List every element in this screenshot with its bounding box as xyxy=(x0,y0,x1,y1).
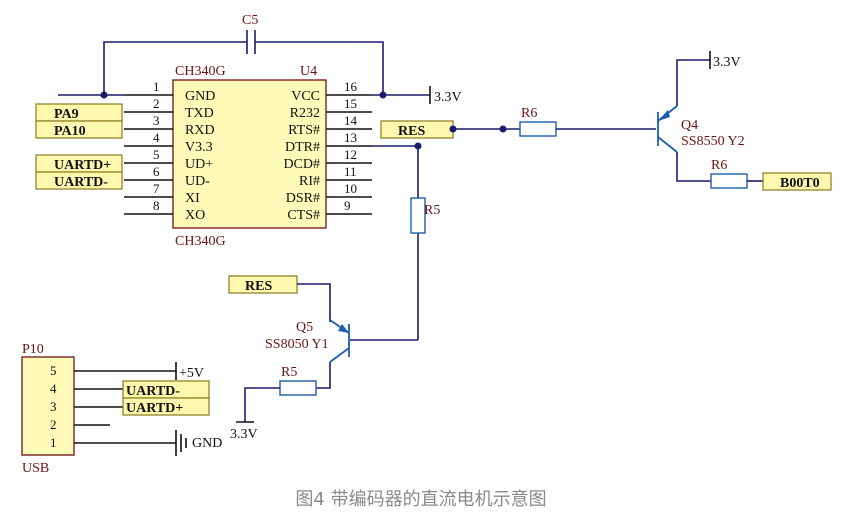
p10-gnd-label: GND xyxy=(192,436,222,451)
q4-part: SS8550 Y2 xyxy=(681,134,745,149)
port-pa9: PA9 xyxy=(35,103,123,122)
u4-pin-6-name: UD- xyxy=(185,174,210,189)
u4-pin-11-num: 11 xyxy=(344,164,357,179)
port-p10-uartd-plus-label: UARTD+ xyxy=(126,401,183,416)
p10-pin-1: 1 xyxy=(50,435,57,450)
vcc-q5-label: 3.3V xyxy=(230,427,258,442)
q4-transistor: Q4 SS8550 Y2 xyxy=(657,105,745,153)
p10-pin-3: 3 xyxy=(50,399,57,414)
r6-boot-resistor: R6 xyxy=(710,158,748,189)
port-uartd-minus: UARTD- xyxy=(35,171,123,190)
port-boot0: B00T0 xyxy=(762,172,832,191)
r5-b-label: R5 xyxy=(281,365,297,380)
figure-caption: 图4 带编码器的直流电机示意图 xyxy=(295,489,546,510)
port-p10-uartd-minus-label: UARTD- xyxy=(126,384,180,399)
p10-usb-connector: P10 5 4 3 2 1 USB xyxy=(21,342,75,476)
u4-designator: U4 xyxy=(300,64,317,79)
vcc-3v3-symbol-q5: 3.3V xyxy=(230,421,258,442)
p10-5v-label: +5V xyxy=(179,366,204,381)
u4-pin-15-name: R232 xyxy=(290,106,320,121)
u4-pin-13-name: DTR# xyxy=(285,140,320,155)
u4-pin-7-num: 7 xyxy=(153,181,160,196)
c5-label: C5 xyxy=(242,13,258,28)
r5-a-label: R5 xyxy=(424,203,440,218)
u4-part-bottom: CH340G xyxy=(175,234,226,249)
u4-pin-3-name: RXD xyxy=(185,123,215,138)
vcc-3v3-symbol-top: 3.3V xyxy=(709,51,741,70)
vcc-top-label: 3.3V xyxy=(713,55,741,70)
u4-pin-16-name: VCC xyxy=(291,89,320,104)
u4-pin-12-name: DCD# xyxy=(283,157,320,172)
port-uartd-plus: UARTD+ xyxy=(35,154,123,173)
u4-pin-5-name: UD+ xyxy=(185,157,213,172)
r5-vertical-resistor: R5 xyxy=(410,197,440,234)
u4-pin-10-name: DSR# xyxy=(286,191,320,206)
p10-5v-symbol: +5V xyxy=(175,362,204,381)
u4-pin-4-num: 4 xyxy=(153,130,160,145)
q5-part: SS8050 Y1 xyxy=(265,337,329,352)
port-uartd-plus-label: UARTD+ xyxy=(54,158,111,173)
port-res-left-label: RES xyxy=(245,279,272,294)
port-res-right: RES xyxy=(380,120,454,139)
u4-right-pins: 16 15 14 13 12 11 10 9 VCC R232 RTS# DTR… xyxy=(283,79,372,223)
p10-designator: P10 xyxy=(22,342,44,357)
u4-pin-3-num: 3 xyxy=(153,113,160,128)
p10-pin-4: 4 xyxy=(50,381,57,396)
q5-transistor: Q5 SS8050 Y1 xyxy=(265,319,350,363)
u4-pin-4-name: V3.3 xyxy=(185,140,213,155)
q4-ref: Q4 xyxy=(681,118,698,133)
port-pa10: PA10 xyxy=(35,120,123,139)
r6-a-label: R6 xyxy=(521,106,537,121)
u4-pin-11-name: RI# xyxy=(299,174,320,189)
port-pa9-label: PA9 xyxy=(54,107,79,122)
u4-pin-1-num: 1 xyxy=(153,79,160,94)
u4-pin-5-num: 5 xyxy=(153,147,160,162)
u4-chip: CH340G U4 CH340G 1 2 3 4 5 6 7 8 GND TXD… xyxy=(124,64,372,249)
port-p10-uartd-minus: UARTD- xyxy=(122,380,210,399)
r6-base-resistor: R6 xyxy=(519,106,557,137)
u4-pin-8-num: 8 xyxy=(153,198,160,213)
u4-pin-8-name: XO xyxy=(185,208,205,223)
port-res-left: RES xyxy=(228,275,298,294)
u4-pin-9-name: CTS# xyxy=(287,208,320,223)
u4-pin-12-num: 12 xyxy=(344,147,357,162)
u4-pin-2-name: TXD xyxy=(185,106,214,121)
p10-pin-2: 2 xyxy=(50,417,57,432)
u4-pin-1-name: GND xyxy=(185,89,215,104)
q5-ref: Q5 xyxy=(296,320,313,335)
p10-name: USB xyxy=(22,461,49,476)
vcc-3v3-symbol-u4: 3.3V xyxy=(429,86,462,105)
r6-b-label: R6 xyxy=(711,158,727,173)
u4-part-top: CH340G xyxy=(175,64,226,79)
port-res-right-label: RES xyxy=(398,124,425,139)
u4-left-pins: 1 2 3 4 5 6 7 8 GND TXD RXD V3.3 UD+ UD-… xyxy=(124,79,215,223)
u4-pin-6-num: 6 xyxy=(153,164,160,179)
port-pa10-label: PA10 xyxy=(54,124,86,139)
u4-pin-16-num: 16 xyxy=(344,79,358,94)
vcc-u4-label: 3.3V xyxy=(434,90,462,105)
u4-pin-14-name: RTS# xyxy=(288,123,320,138)
u4-pin-7-name: XI xyxy=(185,191,200,206)
r5-horizontal-resistor: R5 xyxy=(279,365,317,396)
u4-pin-13-num: 13 xyxy=(344,130,357,145)
u4-pin-10-num: 10 xyxy=(344,181,357,196)
p10-gnd-symbol: GND xyxy=(175,430,222,456)
u4-pin-2-num: 2 xyxy=(153,96,160,111)
c5-capacitor: C5 xyxy=(103,13,384,95)
port-uartd-minus-label: UARTD- xyxy=(54,175,108,190)
u4-pin-15-num: 15 xyxy=(344,96,357,111)
port-boot0-label: B00T0 xyxy=(780,176,820,191)
u4-pin-14-num: 14 xyxy=(344,113,358,128)
u4-pin-9-num: 9 xyxy=(344,198,351,213)
port-p10-uartd-plus: UARTD+ xyxy=(122,397,210,416)
p10-pin-5: 5 xyxy=(50,363,57,378)
